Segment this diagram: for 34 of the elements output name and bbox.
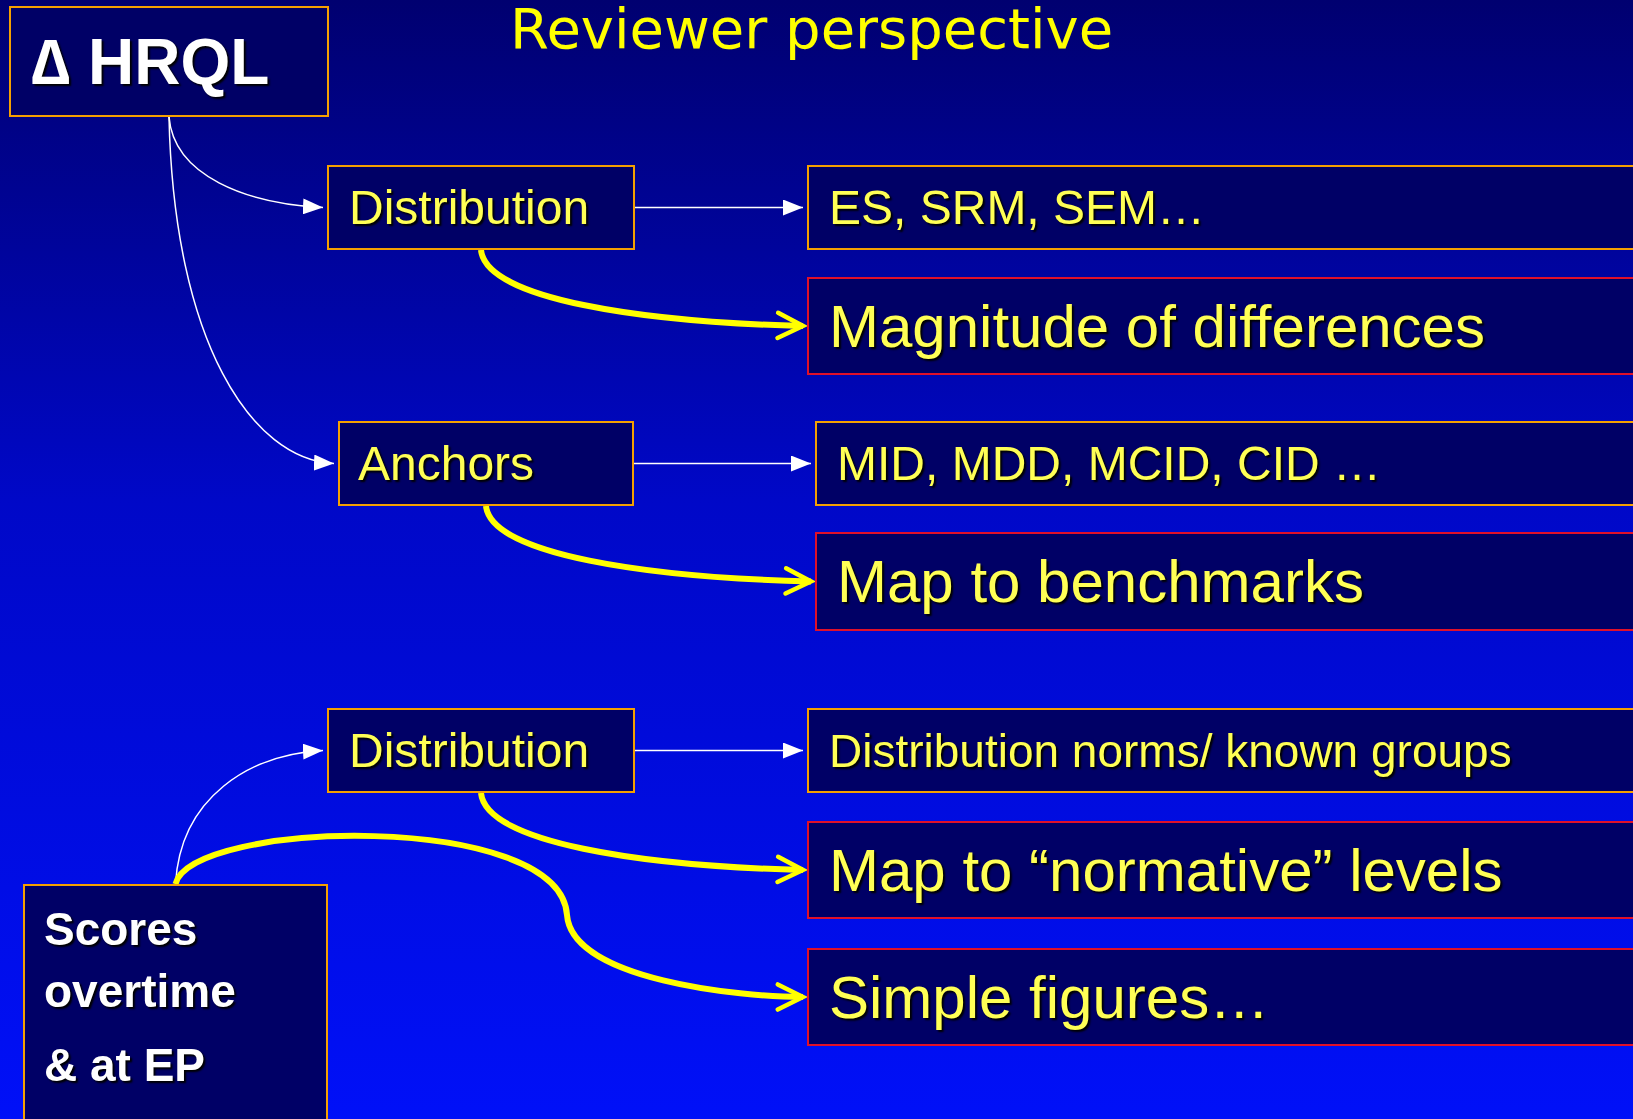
label-box bbox=[807, 165, 1633, 250]
node-label: MID, MDD, MCID, CID … bbox=[837, 436, 1381, 491]
label-box bbox=[807, 708, 1633, 793]
label-box bbox=[327, 708, 635, 793]
node-label: Distribution bbox=[349, 723, 590, 778]
curved-arrow bbox=[478, 248, 806, 340]
label-box bbox=[338, 421, 634, 506]
highlight-box bbox=[807, 821, 1633, 919]
curved-arrow bbox=[478, 791, 806, 884]
slide-title: Reviewer perspective bbox=[510, 0, 1114, 61]
highlight-box bbox=[815, 532, 1633, 631]
node-label: Map to “normative” levels bbox=[829, 835, 1503, 905]
arrow bbox=[633, 455, 812, 472]
highlight-box bbox=[807, 948, 1633, 1046]
curved-arrow bbox=[173, 833, 806, 1012]
curved-arrow bbox=[483, 504, 814, 596]
arrow bbox=[634, 742, 804, 759]
node-label: Magnitude of differences bbox=[829, 291, 1485, 361]
arrow bbox=[634, 199, 804, 216]
heading-box bbox=[9, 6, 329, 117]
node-label: & at EP bbox=[44, 1038, 207, 1093]
heading-text: ∆ HRQL bbox=[31, 24, 270, 99]
arrow bbox=[168, 116, 335, 469]
node-label: Simple figures… bbox=[829, 962, 1270, 1032]
node-label: Scores overtime bbox=[44, 902, 237, 1019]
node-label: ES, SRM, SEM… bbox=[829, 180, 1206, 235]
node-label: Distribution norms/ known groups bbox=[829, 723, 1512, 778]
node-label: Anchors bbox=[358, 436, 535, 491]
highlight-box bbox=[807, 277, 1633, 375]
label-box bbox=[327, 165, 635, 250]
node-label: Distribution bbox=[349, 180, 590, 235]
label-box bbox=[815, 421, 1633, 506]
label-box bbox=[23, 884, 328, 1119]
node-label: Map to benchmarks bbox=[837, 547, 1364, 616]
